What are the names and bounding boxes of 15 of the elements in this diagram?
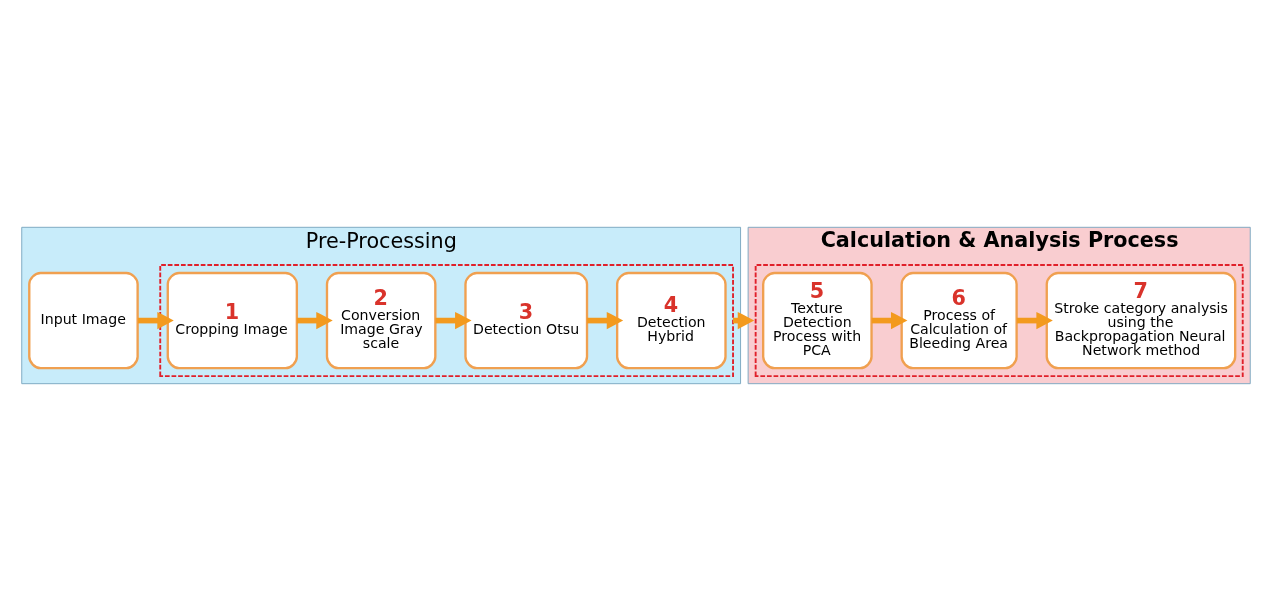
arrow: [1016, 311, 1053, 329]
arrow: [435, 311, 472, 329]
node-box: 4 Detection Hybrid: [616, 271, 727, 369]
node-box: 1 Cropping Image: [166, 271, 298, 369]
arrow: [296, 311, 333, 329]
node-box: 7 Stroke category analysis using the Backpropagation Neural Network method: [1045, 271, 1237, 369]
arrow: [587, 311, 624, 329]
node-box: 3 Detection Otsu: [464, 271, 589, 369]
node-box: Input Image: [28, 271, 139, 369]
node-box: 6 Process of Calculation of Bleeding Area: [900, 271, 1018, 369]
node-box: 5 Texture Detection Process with PCA: [762, 271, 873, 369]
node-box: 2 Conversion Image Gray scale: [325, 271, 437, 369]
arrow: [871, 311, 908, 329]
arrow: [137, 311, 174, 329]
cluster: [754, 263, 1244, 377]
